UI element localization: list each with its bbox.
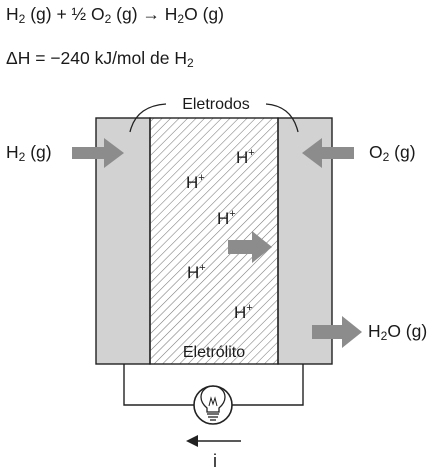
external-circuit-left <box>123 364 194 406</box>
water-h: H <box>164 4 178 24</box>
enthalpy-equation: ΔH = −240 kJ/mol de H2 <box>6 48 194 70</box>
h2-subscript: 2 <box>18 12 26 26</box>
o2-state: (g) <box>111 4 138 24</box>
o2-input-label: O2 (g) <box>369 142 416 164</box>
ion-h-plus: H+ <box>217 208 236 228</box>
ion-h-plus: H+ <box>186 172 205 192</box>
h2-input-arrow <box>72 138 124 168</box>
reaction-equation: H2 (g) + ½ O2 (g) → H2O (g) <box>6 4 224 26</box>
electrodes-label: Eletrodos <box>182 96 250 113</box>
delta-h-value: −240 <box>50 48 90 68</box>
arrow-left-icon <box>186 435 241 447</box>
plus-sign: + <box>51 4 72 24</box>
reaction-arrow: → <box>137 4 165 24</box>
h2-input-label: H2 (g) <box>6 142 52 164</box>
ion-h-plus: H+ <box>236 147 255 167</box>
water-rest: O (g) <box>184 4 224 24</box>
water-output-arrow <box>312 316 362 348</box>
electrode-leader-right <box>265 103 299 133</box>
delta-h-prefix: ΔH = <box>6 48 51 68</box>
electrode-leader-left <box>129 103 167 133</box>
electrolyte-label: Eletrólito <box>183 344 245 361</box>
ion-h-plus: H+ <box>234 302 253 322</box>
ion-migration-arrow <box>228 231 272 263</box>
o2-input-arrow <box>302 138 354 168</box>
lightbulb-icon <box>193 385 233 425</box>
delta-h-unit-subscript: 2 <box>186 56 194 70</box>
h2-state: (g) <box>25 4 52 24</box>
water-output-label: H2O (g) <box>368 321 428 343</box>
h2-symbol: H <box>6 4 19 24</box>
water-subscript: 2 <box>177 12 185 26</box>
ion-h-plus: H+ <box>187 262 206 282</box>
o2-coefficient-symbol: ½ O <box>71 4 105 24</box>
external-circuit-right <box>232 364 304 406</box>
o2-subscript: 2 <box>104 12 112 26</box>
current-label: i <box>213 451 217 470</box>
delta-h-unit: kJ/mol de H <box>89 48 187 68</box>
